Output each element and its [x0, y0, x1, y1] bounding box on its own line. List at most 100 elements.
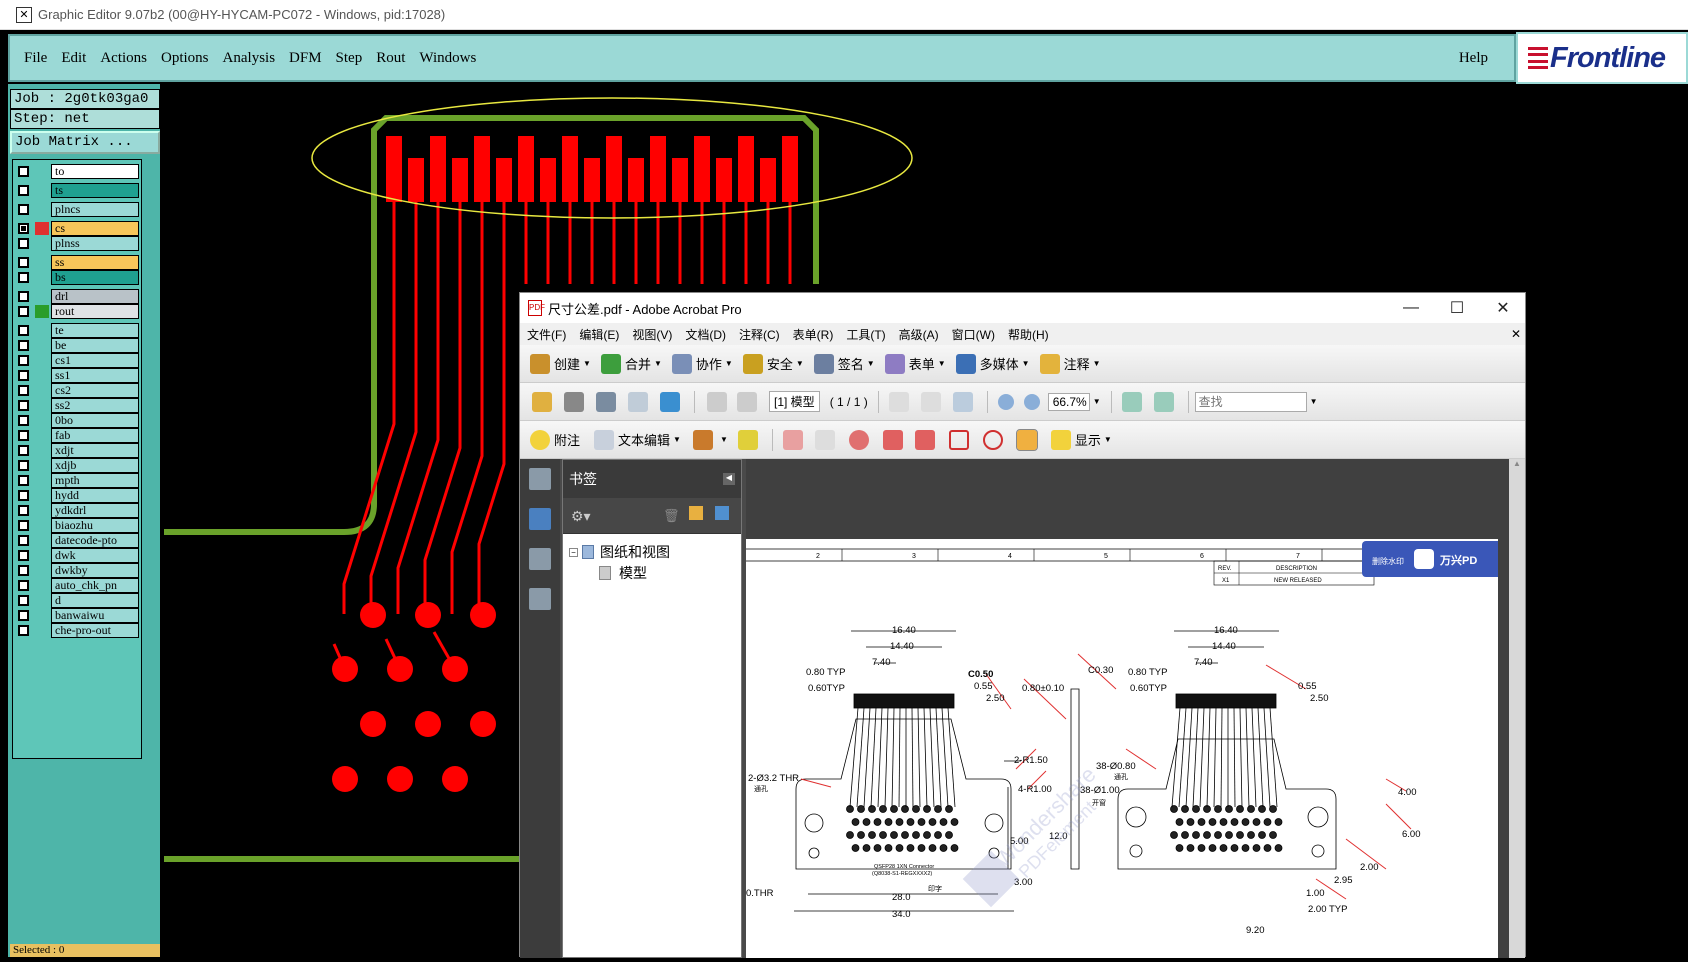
layer-row[interactable]: ss: [13, 255, 143, 270]
layer-name[interactable]: drl: [51, 289, 139, 304]
layer-name[interactable]: hydd: [51, 488, 139, 503]
menu-edit[interactable]: Edit: [61, 49, 87, 66]
layer-checkbox[interactable]: [18, 430, 29, 441]
layer-checkbox[interactable]: [18, 272, 29, 283]
layer-checkbox[interactable]: [18, 166, 29, 177]
multimedia-button[interactable]: 多媒体▼: [955, 353, 1030, 374]
layer-checkbox[interactable]: [18, 385, 29, 396]
expand-bookmark-icon[interactable]: [715, 506, 729, 520]
layer-checkbox[interactable]: [18, 610, 29, 621]
layer-checkbox[interactable]: [18, 325, 29, 336]
layer-checkbox[interactable]: [18, 490, 29, 501]
layer-name[interactable]: mpth: [51, 473, 139, 488]
bookmark-root[interactable]: − 图纸和视图: [569, 542, 670, 562]
layer-name[interactable]: dwk: [51, 548, 139, 563]
layer-row[interactable]: ts: [13, 183, 143, 198]
vertical-scrollbar[interactable]: ▲: [1509, 459, 1525, 958]
secure-button[interactable]: 安全▼: [742, 353, 804, 374]
layer-checkbox[interactable]: [18, 415, 29, 426]
close-doc-icon[interactable]: ✕: [1510, 327, 1521, 341]
layer-name[interactable]: cs: [51, 221, 139, 236]
layer-checkbox[interactable]: [18, 595, 29, 606]
cloud-icon[interactable]: [848, 429, 869, 450]
email-icon[interactable]: [628, 391, 648, 412]
layer-name[interactable]: xdjb: [51, 458, 139, 473]
layer-checkbox[interactable]: [18, 355, 29, 366]
layer-checkbox[interactable]: [18, 291, 29, 302]
menu-step[interactable]: Step: [335, 49, 363, 66]
layer-checkbox[interactable]: [18, 460, 29, 471]
collapse-panel-icon[interactable]: ◀: [723, 473, 735, 485]
layer-checkbox[interactable]: [18, 238, 29, 249]
sign-button[interactable]: 签名▼: [813, 353, 875, 374]
ac-menu-view[interactable]: 视图(V): [632, 327, 673, 342]
layer-checkbox[interactable]: [18, 475, 29, 486]
options-gear-icon[interactable]: ⚙▾: [571, 508, 591, 524]
callout-icon[interactable]: [782, 429, 803, 450]
rectangle-icon[interactable]: [948, 429, 969, 450]
menu-rout[interactable]: Rout: [376, 49, 406, 66]
layer-checkbox[interactable]: [18, 625, 29, 636]
bookmark-child[interactable]: 模型: [599, 563, 647, 583]
fit-width-icon[interactable]: [1121, 391, 1142, 412]
layer-row[interactable]: d: [13, 593, 143, 608]
highlight-icon[interactable]: [737, 429, 758, 450]
layer-row[interactable]: auto_chk_pn: [13, 578, 143, 593]
layer-name[interactable]: rout: [51, 304, 139, 319]
zoom-tool-icon[interactable]: [952, 391, 973, 412]
layer-row[interactable]: bs: [13, 270, 143, 285]
ac-menu-edit[interactable]: 编辑(E): [579, 327, 620, 342]
layer-name[interactable]: plnss: [51, 236, 139, 251]
layer-row[interactable]: biaozhu: [13, 518, 143, 533]
layer-name[interactable]: plncs: [51, 202, 139, 217]
layer-checkbox[interactable]: [18, 580, 29, 591]
layer-name[interactable]: d: [51, 593, 139, 608]
tree-toggle-icon[interactable]: −: [569, 547, 578, 557]
scroll-up-icon[interactable]: ▲: [1513, 459, 1521, 468]
ac-menu-window[interactable]: 窗口(W): [951, 327, 995, 342]
page-field[interactable]: [1] 模型: [769, 391, 820, 412]
layer-row[interactable]: xdjb: [13, 458, 143, 473]
layer-row[interactable]: ydkdrl: [13, 503, 143, 518]
oval-icon[interactable]: [982, 429, 1003, 450]
line-icon[interactable]: [914, 429, 935, 450]
layer-name[interactable]: banwaiwu: [51, 608, 139, 623]
signatures-icon[interactable]: [529, 588, 551, 610]
ac-menu-help[interactable]: 帮助(H): [1008, 327, 1049, 342]
maximize-button[interactable]: ☐: [1449, 300, 1465, 317]
layer-checkbox[interactable]: [18, 185, 29, 196]
layer-name[interactable]: datecode-pto: [51, 533, 139, 548]
prev-page-icon[interactable]: [707, 391, 727, 412]
ac-menu-document[interactable]: 文档(D): [685, 327, 726, 342]
layer-row[interactable]: ss2: [13, 398, 143, 413]
layer-name[interactable]: cs1: [51, 353, 139, 368]
layer-row[interactable]: plncs: [13, 202, 143, 217]
layer-row[interactable]: dwk: [13, 548, 143, 563]
layer-row[interactable]: 0bo: [13, 413, 143, 428]
layer-checkbox[interactable]: [18, 520, 29, 531]
hand-tool-icon[interactable]: [920, 391, 941, 412]
create-button[interactable]: 创建▼: [530, 353, 591, 374]
zoom-field[interactable]: 66.7%: [1047, 392, 1090, 411]
layer-name[interactable]: ss: [51, 255, 139, 270]
delete-icon[interactable]: 🗑: [663, 508, 680, 523]
new-bookmark-icon[interactable]: [689, 506, 703, 520]
comment-button[interactable]: 注释▼: [1039, 353, 1101, 374]
layer-row[interactable]: plnss: [13, 236, 143, 251]
zoom-in-icon[interactable]: [1023, 393, 1040, 410]
layer-name[interactable]: 0bo: [51, 413, 139, 428]
layer-row[interactable]: be: [13, 338, 143, 353]
menu-dfm[interactable]: DFM: [289, 49, 322, 66]
forms-button[interactable]: 表单▼: [884, 353, 946, 374]
search-input[interactable]: [1194, 391, 1307, 412]
layer-checkbox[interactable]: [18, 400, 29, 411]
layer-name[interactable]: te: [51, 323, 139, 338]
combine-button[interactable]: 合并▼: [600, 353, 662, 374]
select-tool-icon[interactable]: [888, 391, 909, 412]
layers-icon[interactable]: [529, 548, 551, 570]
layer-row[interactable]: ss1: [13, 368, 143, 383]
layer-checkbox[interactable]: [18, 535, 29, 546]
fit-page-icon[interactable]: [1153, 391, 1174, 412]
layer-row[interactable]: to: [13, 164, 143, 179]
